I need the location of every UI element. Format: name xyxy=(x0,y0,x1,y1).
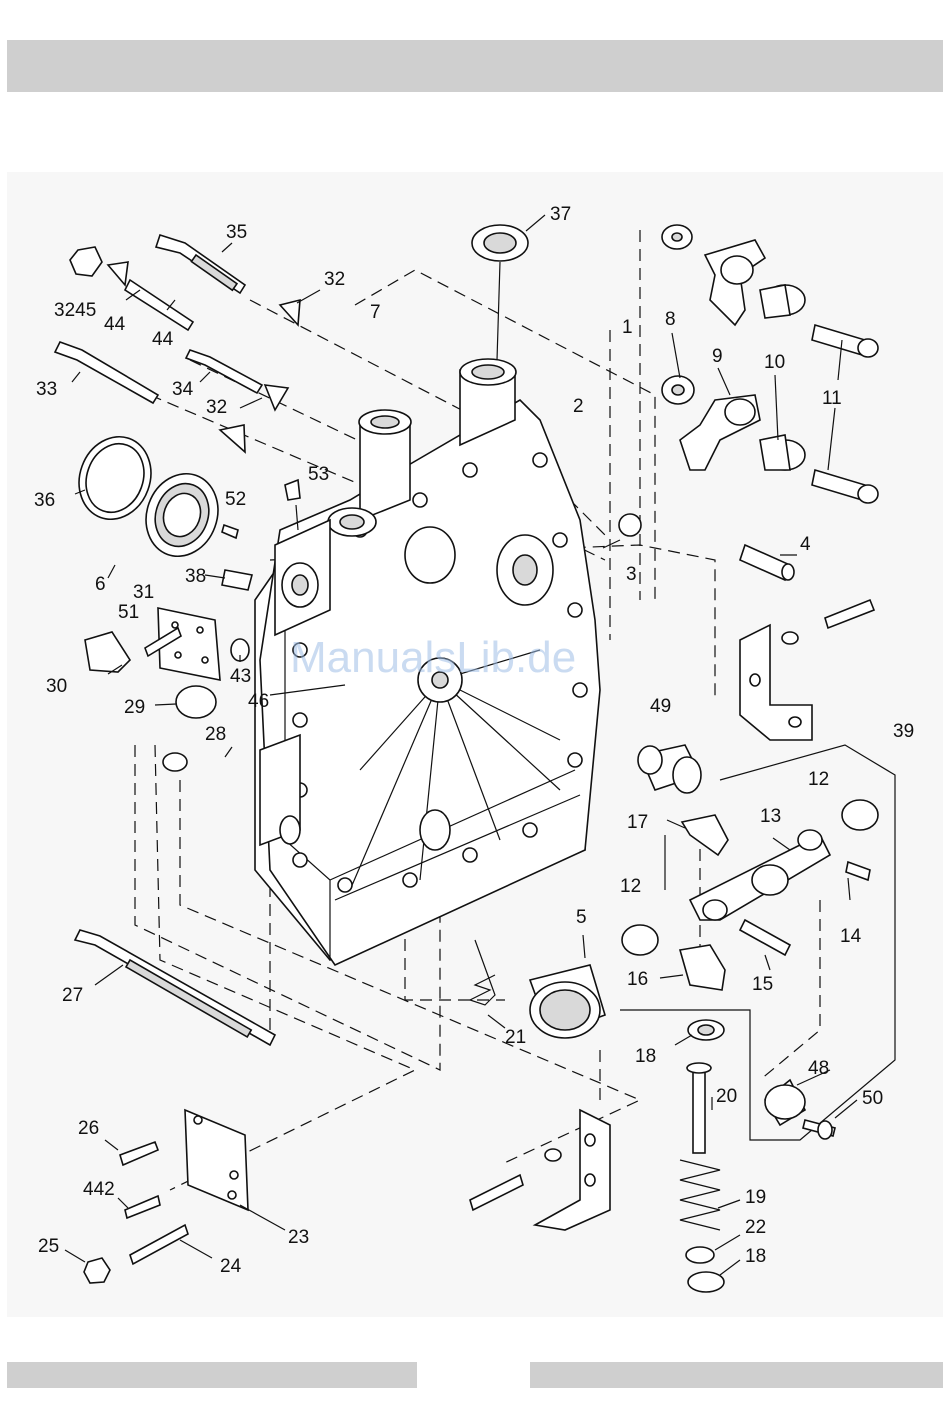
callout-7: 7 xyxy=(370,302,381,323)
callout-13: 13 xyxy=(760,806,781,827)
callout-52: 52 xyxy=(225,489,246,510)
callout-39: 39 xyxy=(893,721,914,742)
callout-9: 9 xyxy=(712,346,723,367)
callout-34: 34 xyxy=(172,379,194,400)
callout-19: 19 xyxy=(745,1187,766,1208)
callout-20: 20 xyxy=(716,1086,737,1107)
callout-6: 6 xyxy=(95,574,106,595)
callout-12: 12 xyxy=(808,769,829,790)
callout-28: 28 xyxy=(205,724,226,745)
callout-442: 442 xyxy=(83,1179,115,1200)
callout-46: 46 xyxy=(248,691,269,712)
callout-33: 33 xyxy=(36,379,57,400)
callout-44: 44 xyxy=(104,314,126,335)
callout-51: 51 xyxy=(118,602,139,623)
left-bolts xyxy=(55,235,320,452)
callout-36: 36 xyxy=(34,490,55,511)
callout-27: 27 xyxy=(62,985,83,1006)
part-37-seal xyxy=(472,215,545,360)
callout-30: 30 xyxy=(46,676,67,697)
callout-18: 18 xyxy=(635,1046,656,1067)
callout-32: 32 xyxy=(324,269,345,290)
callout-50: 50 xyxy=(862,1088,883,1109)
callout-16: 16 xyxy=(627,969,648,990)
callout-23: 23 xyxy=(288,1227,309,1248)
callout-38: 38 xyxy=(185,566,206,587)
part-5-21 xyxy=(470,935,605,1038)
callout-44: 44 xyxy=(152,329,174,350)
callout-14: 14 xyxy=(840,926,862,947)
callout-31: 31 xyxy=(133,582,154,603)
watermark-text: ManualsLib.de xyxy=(290,633,576,682)
bottom-bracket xyxy=(470,1110,610,1230)
callout-22: 22 xyxy=(745,1217,766,1238)
callout-29: 29 xyxy=(124,697,145,718)
callout-21: 21 xyxy=(505,1027,526,1048)
callout-35: 35 xyxy=(226,222,247,243)
callout-8: 8 xyxy=(665,309,676,330)
callout-32: 32 xyxy=(206,397,227,418)
callout-12: 12 xyxy=(620,876,641,897)
parts-36-6-rings xyxy=(68,427,230,578)
callout-49: 49 xyxy=(650,696,671,717)
callout-2: 2 xyxy=(573,396,584,417)
callout-4: 4 xyxy=(800,534,811,555)
callout-18: 18 xyxy=(745,1246,766,1267)
callout-1: 1 xyxy=(622,317,633,338)
lever-assembly xyxy=(622,800,878,990)
part-27-bolt xyxy=(75,930,275,1045)
callout-24: 24 xyxy=(220,1256,242,1277)
callout-3: 3 xyxy=(626,564,637,585)
callout-43: 43 xyxy=(230,666,251,687)
callout-17: 17 xyxy=(627,812,648,833)
callout-48: 48 xyxy=(808,1058,829,1079)
callout-26: 26 xyxy=(78,1118,99,1139)
callout-10: 10 xyxy=(764,352,785,373)
callout-11: 11 xyxy=(822,388,842,409)
callout-15: 15 xyxy=(752,974,773,995)
callout-5: 5 xyxy=(576,907,587,928)
callout-25: 25 xyxy=(38,1236,59,1257)
callout-37: 37 xyxy=(550,204,571,225)
callout-53: 53 xyxy=(308,464,329,485)
callout-3245: 3245 xyxy=(54,300,96,321)
